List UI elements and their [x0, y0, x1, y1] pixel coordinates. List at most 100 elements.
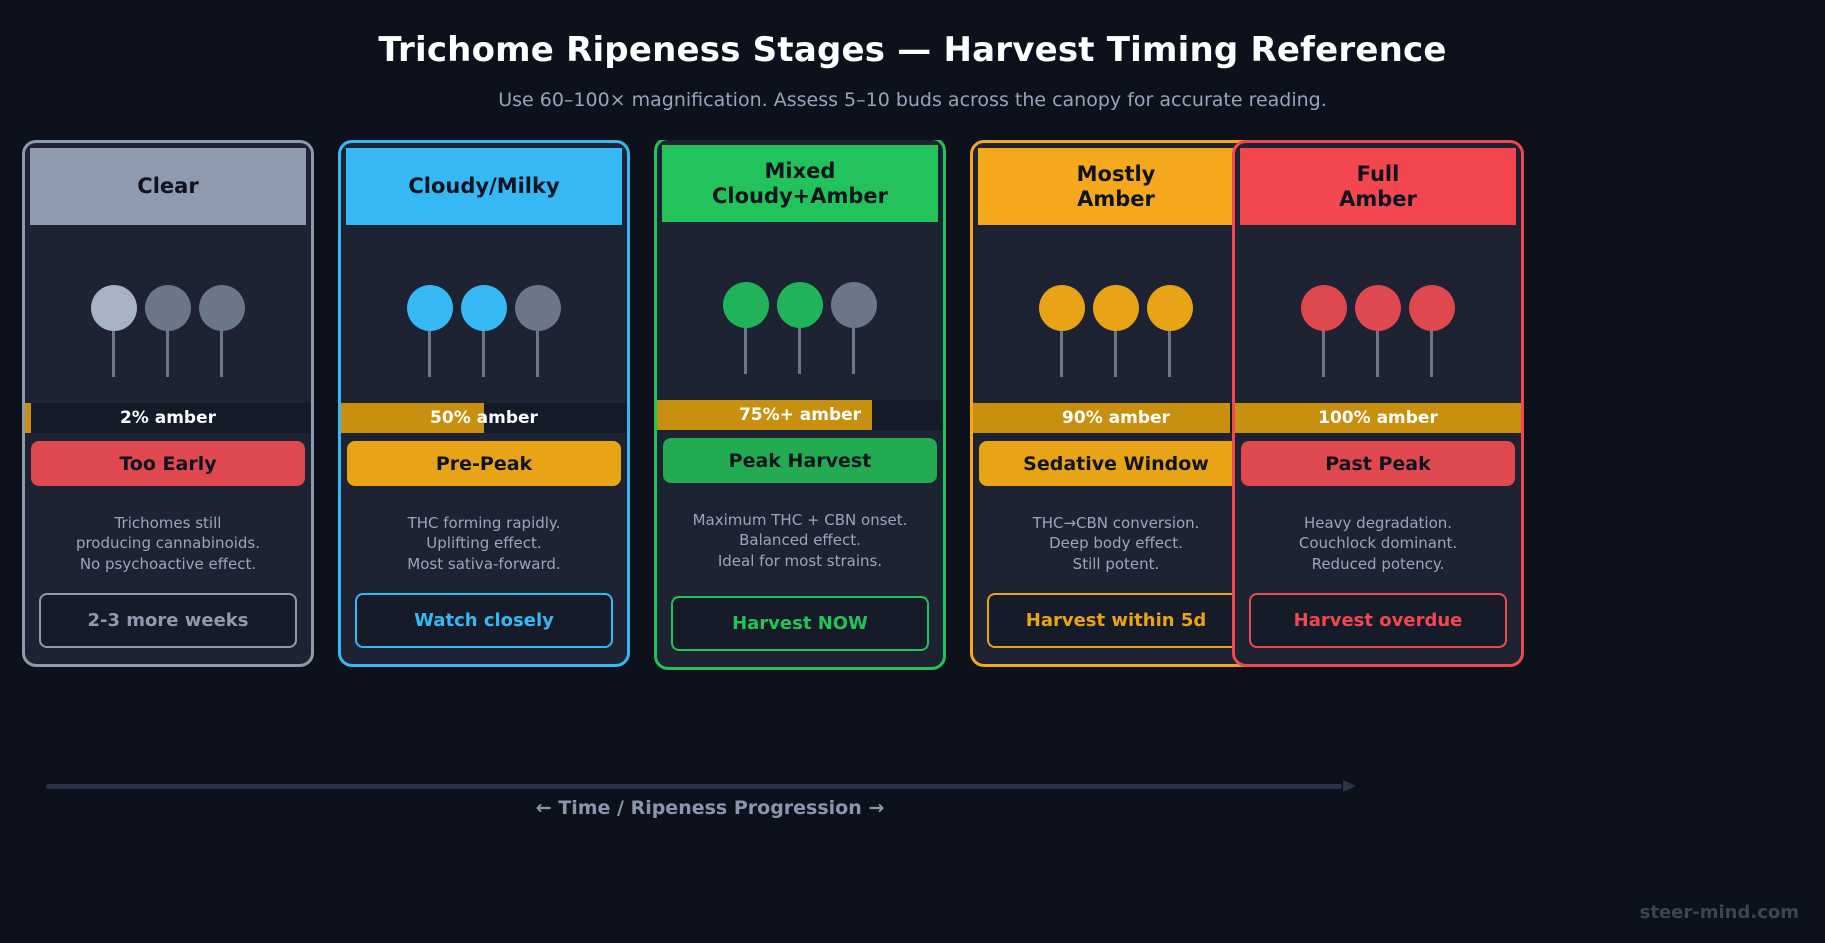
amber-meter: 50% amber — [341, 403, 627, 433]
trichome-cluster — [671, 282, 929, 392]
trichome-head-icon — [1039, 285, 1085, 331]
trichome-head-icon — [831, 282, 877, 328]
trichome-icon — [1091, 285, 1141, 381]
trichome-icon — [1299, 285, 1349, 381]
amber-meter-fill — [341, 403, 484, 433]
stage-cta-button[interactable]: Harvest overdue — [1249, 593, 1507, 648]
stage-card-header: Cloudy/Milky — [346, 148, 622, 225]
amber-meter-fill — [25, 403, 31, 433]
trichome-head-icon — [1093, 285, 1139, 331]
stage-card-header: Mixed Cloudy+Amber — [662, 145, 938, 222]
amber-meter: 75%+ amber — [657, 400, 943, 430]
amber-meter-label: 2% amber — [119, 408, 217, 428]
verdict-badge: Peak Harvest — [663, 438, 937, 483]
trichome-head-icon — [1409, 285, 1455, 331]
trichome-stalk-icon — [1114, 321, 1117, 377]
amber-meter-label: 50% amber — [430, 408, 538, 428]
page-title: Trichome Ripeness Stages — Harvest Timin… — [378, 30, 1447, 70]
trichome-head-icon — [1355, 285, 1401, 331]
trichome-head-icon — [407, 285, 453, 331]
amber-meter-fill — [657, 400, 872, 430]
amber-meter-fill — [973, 403, 1231, 433]
trichome-stalk-icon — [1430, 321, 1433, 377]
trichome-head-icon — [777, 282, 823, 328]
amber-meter: 100% amber — [1235, 403, 1521, 433]
amber-meter-label: 100% amber — [1318, 408, 1438, 428]
stage-card-header: Clear — [30, 148, 306, 225]
stage-cta-button[interactable]: Watch closely — [355, 593, 613, 648]
timeline-caption: ← Time / Ripeness Progression → — [535, 797, 885, 819]
trichome-cluster — [355, 285, 613, 395]
verdict-badge: Pre-Peak — [347, 441, 621, 486]
timeline-line — [46, 784, 1342, 789]
trichome-stalk-icon — [1376, 321, 1379, 377]
trichome-icon — [775, 282, 825, 378]
trichome-icon — [459, 285, 509, 381]
trichome-icon — [1037, 285, 1087, 381]
stage-description: THC→CBN conversion. Deep body effect. St… — [1032, 514, 1200, 573]
trichome-head-icon — [515, 285, 561, 331]
trichome-stalk-icon — [852, 318, 855, 374]
trichome-icon — [405, 285, 455, 381]
stage-description: Maximum THC + CBN onset. Balanced effect… — [692, 511, 908, 570]
trichome-stalk-icon — [220, 321, 223, 377]
amber-meter-label: 75%+ amber — [738, 405, 862, 425]
page-header: Trichome Ripeness Stages — Harvest Timin… — [0, 0, 1825, 111]
stage-description: THC forming rapidly. Uplifting effect. M… — [407, 514, 561, 573]
trichome-stalk-icon — [166, 321, 169, 377]
trichome-head-icon — [199, 285, 245, 331]
trichome-icon — [89, 285, 139, 381]
stage-description: Trichomes still producing cannabinoids. … — [75, 514, 261, 573]
amber-meter-fill — [1235, 403, 1521, 433]
stage-cta-button[interactable]: Harvest within 5d — [987, 593, 1245, 648]
verdict-badge: Too Early — [31, 441, 305, 486]
amber-meter: 2% amber — [25, 403, 311, 433]
trichome-icon — [829, 282, 879, 378]
trichome-cluster — [1249, 285, 1507, 395]
trichome-icon — [197, 285, 247, 381]
trichome-stalk-icon — [428, 321, 431, 377]
timeline-track — [46, 780, 1356, 792]
trichome-stalk-icon — [482, 321, 485, 377]
trichome-head-icon — [145, 285, 191, 331]
trichome-stalk-icon — [1168, 321, 1171, 377]
trichome-stalk-icon — [536, 321, 539, 377]
trichome-head-icon — [91, 285, 137, 331]
trichome-head-icon — [723, 282, 769, 328]
page-subtitle: Use 60–100× magnification. Assess 5–10 b… — [498, 88, 1327, 111]
trichome-stalk-icon — [1322, 321, 1325, 377]
timeline-arrow-icon — [1343, 780, 1356, 792]
trichome-head-icon — [1301, 285, 1347, 331]
stage-cta-button[interactable]: Harvest NOW — [671, 596, 929, 651]
trichome-stalk-icon — [112, 321, 115, 377]
trichome-cluster — [987, 285, 1245, 395]
stage-card-header: Mostly Amber — [978, 148, 1254, 225]
trichome-icon — [1145, 285, 1195, 381]
trichome-icon — [513, 285, 563, 381]
trichome-icon — [721, 282, 771, 378]
trichome-icon — [1353, 285, 1403, 381]
trichome-head-icon — [1147, 285, 1193, 331]
trichome-icon — [143, 285, 193, 381]
watermark: steer-mind.com — [1639, 902, 1799, 923]
verdict-badge: Past Peak — [1241, 441, 1515, 486]
trichome-icon — [1407, 285, 1457, 381]
trichome-stalk-icon — [1060, 321, 1063, 377]
trichome-stalk-icon — [798, 318, 801, 374]
trichome-stalk-icon — [744, 318, 747, 374]
amber-meter-label: 90% amber — [1062, 408, 1170, 428]
trichome-cluster — [39, 285, 297, 395]
stage-cta-button[interactable]: 2-3 more weeks — [39, 593, 297, 648]
